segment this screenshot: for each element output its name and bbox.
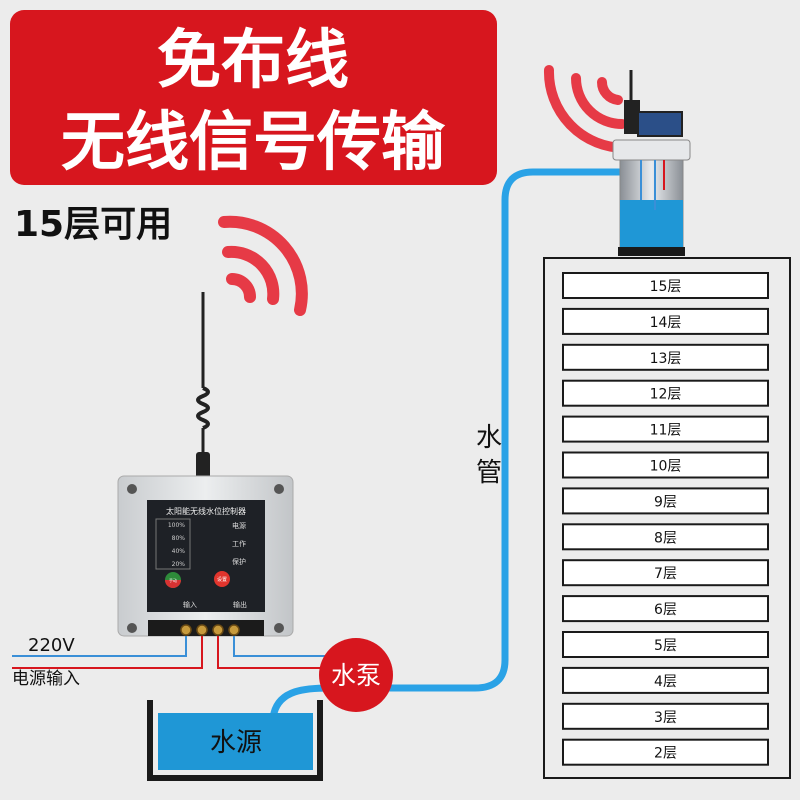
floor-box (562, 451, 769, 479)
water-tank (543, 65, 691, 256)
pipe-label-1: 水 (476, 423, 502, 453)
floor-row: 8层 (562, 523, 769, 551)
floor-row: 14层 (562, 307, 769, 335)
floor-label: 12层 (650, 387, 682, 403)
title-banner: 免布线 无线信号传输 (10, 10, 497, 185)
floor-row: 12层 (562, 379, 769, 407)
floor-label: 9层 (654, 494, 677, 510)
floor-row: 4层 (562, 666, 769, 694)
floor-row: 7层 (562, 559, 769, 587)
floor-box (562, 559, 769, 587)
building-floors: 15层 14层 13层 12层 11层 10层 9层 8层 7层 6层 5层 4层 3层 2层 (562, 272, 769, 766)
set-button[interactable]: 设置 (214, 571, 230, 587)
floor-row: 15层 (562, 272, 769, 299)
floor-row: 10层 (562, 451, 769, 479)
wifi-signal-icon (543, 65, 630, 153)
floor-box (562, 523, 769, 551)
floors-available-label: 15层可用 (14, 204, 172, 245)
floor-box (562, 487, 769, 515)
manual-button[interactable]: 手动 (165, 572, 181, 588)
floor-label: 13层 (650, 351, 682, 367)
level-100: 100% (168, 522, 185, 529)
floor-box (562, 307, 769, 335)
building-outline (543, 257, 791, 779)
floor-label: 11层 (650, 423, 682, 439)
indicator-power: 电源 (232, 521, 246, 530)
svg-text:设置: 设置 (217, 576, 227, 583)
floor-label: 5层 (654, 638, 677, 654)
water-pipe (270, 168, 627, 717)
controller-title: 太阳能无线水位控制器 (166, 506, 246, 516)
floor-box (562, 415, 769, 443)
floor-label: 4层 (654, 674, 677, 690)
controller-box: 太阳能无线水位控制器 100% 80% 40% 20% 电源 工作 保护 手动 … (117, 475, 294, 637)
floor-label: 3层 (654, 710, 677, 726)
floor-row: 9层 (562, 487, 769, 515)
floor-row: 2层 (562, 738, 769, 766)
floor-box (562, 738, 769, 766)
level-20: 20% (172, 561, 186, 568)
controller-panel (147, 500, 265, 612)
power-input-label: 电源输入 (12, 669, 80, 689)
floor-box (562, 666, 769, 694)
level-80: 80% (172, 535, 186, 542)
floor-label: 8层 (654, 530, 677, 546)
svg-text:手动: 手动 (169, 577, 177, 583)
solar-panel-icon (637, 111, 683, 137)
banner-line2: 无线信号传输 (61, 106, 446, 180)
floor-label: 15层 (650, 279, 682, 295)
floor-row: 5层 (562, 631, 769, 658)
indicator-work: 工作 (232, 539, 246, 548)
pipe-label-2: 管 (476, 458, 502, 488)
floor-label: 7层 (654, 566, 677, 582)
floor-box (562, 595, 769, 623)
port-in-label: 输入 (183, 600, 197, 609)
indicator-protect: 保护 (232, 557, 246, 566)
pump: 水泵 (319, 638, 393, 712)
banner-line1: 免布线 (157, 24, 349, 98)
water-source-label: 水源 (210, 728, 262, 758)
floor-label: 6层 (654, 602, 677, 618)
floor-box (562, 702, 769, 730)
power-voltage: 220V (28, 635, 75, 656)
floor-label: 2层 (654, 746, 677, 762)
floor-row: 3层 (562, 702, 769, 730)
floor-row: 11层 (562, 415, 769, 443)
floor-label: 14层 (650, 315, 682, 331)
wifi-signal-icon (218, 215, 308, 316)
port-out-label: 输出 (233, 600, 247, 609)
floor-row: 13层 (562, 343, 769, 371)
antenna-icon (196, 292, 210, 480)
floor-box (562, 631, 769, 658)
floor-box (562, 272, 769, 299)
floor-label: 10层 (650, 459, 682, 475)
floor-row: 6层 (562, 595, 769, 623)
power-wires (12, 636, 328, 669)
water-source: 水源 (147, 700, 323, 781)
banner-background (10, 10, 497, 185)
level-40: 40% (172, 548, 186, 555)
floor-box (562, 379, 769, 407)
floor-box (562, 343, 769, 371)
pump-label: 水泵 (331, 661, 381, 690)
